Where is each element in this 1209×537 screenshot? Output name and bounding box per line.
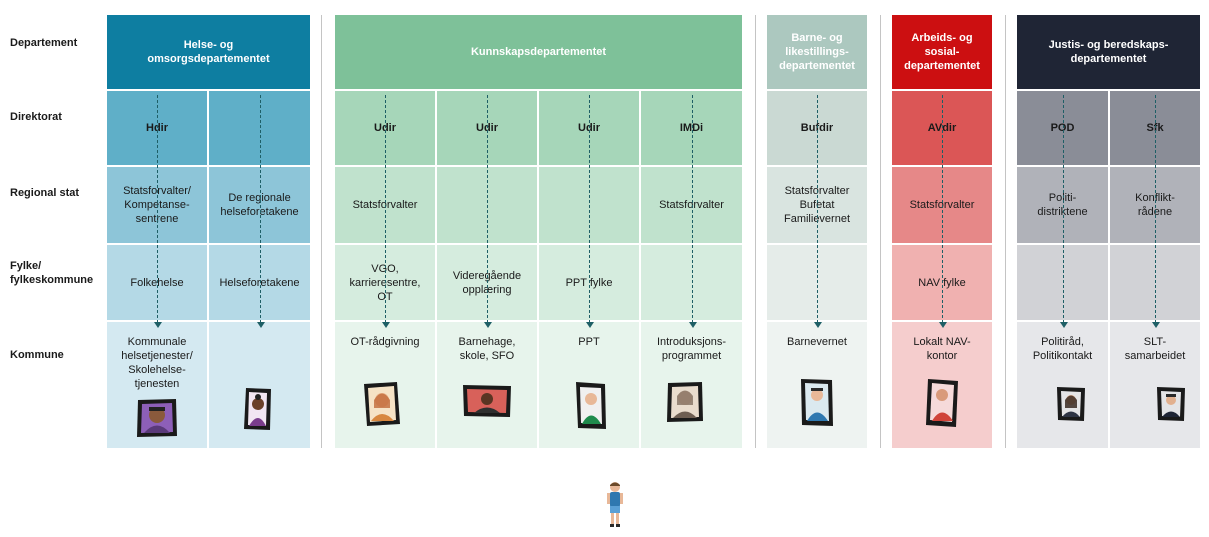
- person-portrait-icon: [926, 379, 958, 427]
- arrowhead-icon: [256, 322, 265, 328]
- cell-c4-kommune: Barnehage, skole, SFO: [437, 322, 537, 448]
- cell-c9-fylke: [1017, 245, 1108, 320]
- flow-arrow-line: [942, 95, 943, 323]
- flow-arrow-line: [589, 95, 590, 323]
- arrowhead-icon: [938, 322, 947, 328]
- dept-kunnskap: Kunnskapsdepartementet: [335, 15, 742, 89]
- arrowhead-icon: [813, 322, 822, 328]
- separator-line: [321, 15, 322, 448]
- dept-justis: Justis- og beredskaps- departementet: [1017, 15, 1200, 89]
- arrowhead-icon: [1059, 322, 1068, 328]
- flow-arrow-line: [817, 95, 818, 323]
- separator-line: [880, 15, 881, 448]
- flow-arrow-line: [260, 95, 261, 323]
- cell-c1-kommune: Kommunale helsetjenester/ Skolehelse- tj…: [107, 322, 207, 448]
- cell-c2-regional: De regionale helseforetakene: [209, 167, 310, 243]
- arrowhead-icon: [688, 322, 697, 328]
- row-label-direktorat: Direktorat: [10, 111, 62, 123]
- child-figure-icon: [607, 482, 623, 527]
- flow-arrow-line: [1155, 95, 1156, 323]
- person-portrait-icon: [801, 379, 833, 426]
- cell-c9-regional: Politi- distriktene: [1017, 167, 1108, 243]
- person-portrait-icon: [137, 399, 177, 437]
- cell-c6-kommune: Introduksjons- programmet: [641, 322, 742, 448]
- arrowhead-icon: [381, 322, 390, 328]
- cell-c6-dir: IMDi: [641, 91, 742, 165]
- arrowhead-icon: [1151, 322, 1160, 328]
- dept-helse: Helse- og omsorgsdepartementet: [107, 15, 310, 89]
- cell-c6-regional: Statsforvalter: [641, 167, 742, 243]
- cell-c2-fylke: Helseforetakene: [209, 245, 310, 320]
- cell-c9-dir: POD: [1017, 91, 1108, 165]
- person-portrait-icon: [364, 382, 400, 426]
- dept-barne: Barne- og likestillings- departementet: [767, 15, 867, 89]
- flow-arrow-line: [692, 95, 693, 323]
- row-label-regional: Regional stat: [10, 187, 80, 199]
- separator-line: [755, 15, 756, 448]
- flow-arrow-line: [487, 95, 488, 323]
- cell-c2-dir: [209, 91, 310, 165]
- person-portrait-icon: [1057, 387, 1085, 421]
- arrowhead-icon: [153, 322, 162, 328]
- row-label-kommune: Kommune: [10, 349, 64, 361]
- arrowhead-icon: [585, 322, 594, 328]
- cell-c6-fylke: [641, 245, 742, 320]
- person-portrait-icon: [1157, 387, 1185, 421]
- flow-arrow-line: [385, 95, 386, 323]
- person-portrait-icon: [463, 385, 511, 417]
- cell-c10-kommune: SLT- samarbeidet: [1110, 322, 1200, 448]
- flow-arrow-line: [157, 95, 158, 323]
- separator-line: [1005, 15, 1006, 448]
- cell-c9-kommune: Politiråd, Politikontakt: [1017, 322, 1108, 448]
- person-portrait-icon: [576, 382, 606, 429]
- person-portrait-icon: [244, 388, 271, 430]
- flow-arrow-line: [1063, 95, 1064, 323]
- row-label-fylke: Fylke/ fylkeskommune: [10, 260, 94, 286]
- arrowhead-icon: [483, 322, 492, 328]
- row-label-departement: Departement: [10, 37, 78, 49]
- dept-arbeid: Arbeids- og sosial- departementet: [892, 15, 992, 89]
- person-portrait-icon: [667, 382, 703, 422]
